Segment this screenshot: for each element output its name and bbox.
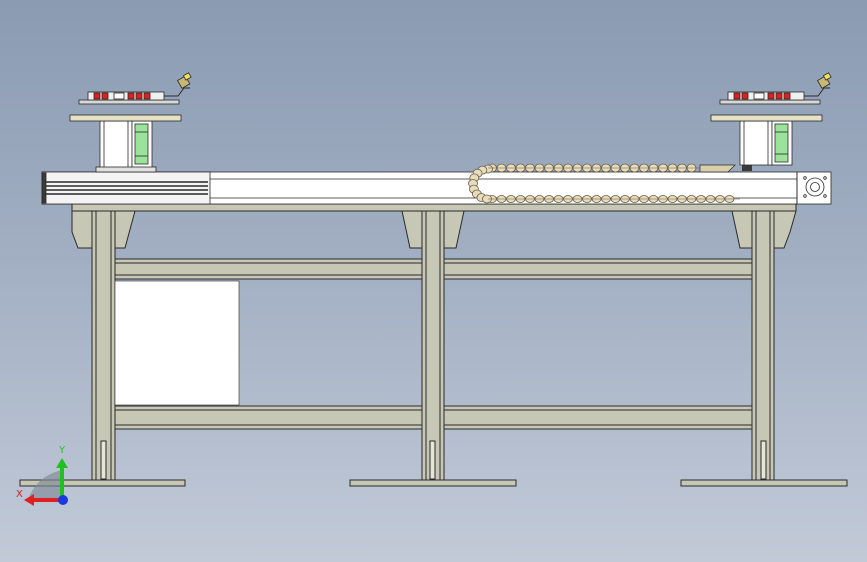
chain-mount	[742, 163, 752, 171]
z-axis-dot	[58, 495, 68, 505]
left-fixture-base	[78, 99, 180, 105]
right-post	[739, 120, 773, 166]
chain-end-bracket	[699, 164, 736, 173]
right-mount-plate	[710, 114, 823, 122]
support-frame	[19, 203, 848, 487]
sensor-icon	[774, 123, 789, 163]
right-station	[710, 72, 832, 166]
x-axis-label: X	[16, 489, 23, 500]
lower-crossbeam-left	[114, 405, 423, 430]
foot-plate-right	[680, 479, 848, 487]
left-station	[69, 72, 192, 173]
upper-crossbeam-right	[443, 258, 753, 280]
left-post	[99, 120, 133, 170]
gusset-left-outer	[71, 210, 93, 249]
foot-plate-middle	[349, 479, 517, 487]
gusset-left-inner	[114, 210, 136, 249]
gusset-mid-right	[443, 210, 465, 249]
top-beam	[71, 203, 797, 212]
right-fixture-base	[719, 99, 821, 105]
gusset-mid-left	[401, 210, 423, 249]
gusset-right-inner	[731, 210, 753, 249]
upper-crossbeam-left	[114, 258, 423, 280]
side-panel	[114, 280, 240, 406]
carriage-block	[41, 171, 211, 205]
gusset-right-outer	[773, 210, 797, 249]
motor-flange-icon	[796, 171, 832, 205]
y-axis-label: Y	[58, 445, 66, 456]
foot-plate-left	[19, 479, 186, 487]
sensor-icon	[134, 123, 149, 165]
coordinate-triad-icon[interactable]: Y X	[16, 445, 68, 506]
left-mount-plate	[69, 114, 182, 122]
lower-crossbeam-right	[443, 405, 753, 430]
